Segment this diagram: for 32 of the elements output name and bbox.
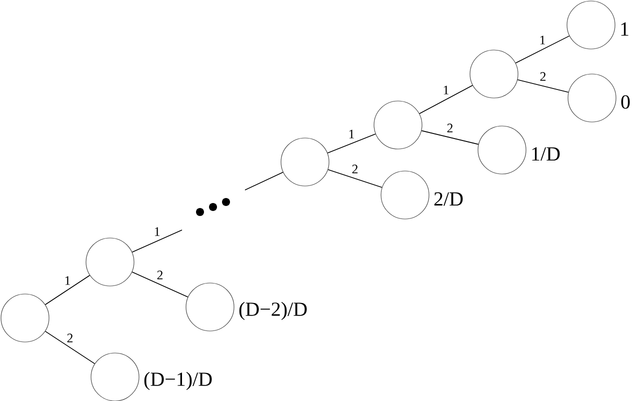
edge-label: 1: [347, 128, 356, 140]
branch-line: [517, 79, 569, 93]
branch-line: [244, 172, 284, 190]
edge-label: 2: [538, 71, 548, 82]
branch-line: [328, 169, 382, 188]
tree-node-circle: [280, 138, 330, 186]
edge-label: 1: [152, 226, 162, 237]
probability-label: (D−2)/D: [239, 302, 307, 320]
edge-label: 1: [538, 34, 547, 46]
probability-label: 1: [621, 22, 628, 36]
tree-node-circle: [470, 50, 518, 98]
probability-label: 1/D: [532, 147, 560, 161]
branch-line: [421, 130, 479, 145]
edge-label: 1: [63, 275, 72, 286]
branch-line: [132, 272, 188, 298]
tree-node-circle: [0, 294, 50, 342]
tree-node-circle: [86, 238, 134, 286]
branch-line: [515, 36, 570, 64]
branch-line: [327, 134, 376, 154]
edge-label: 1: [442, 84, 450, 96]
tree-node-circle: [374, 100, 422, 150]
branch-line: [44, 330, 96, 364]
edge-label: 2: [350, 164, 360, 174]
probability-label: 2/D: [434, 192, 463, 206]
probability-label: (D−1)/D: [144, 372, 212, 390]
edge-label: 2: [446, 122, 454, 134]
branch-line: [44, 274, 90, 306]
edge-label: 2: [66, 332, 74, 344]
edge-label: 2: [156, 270, 164, 280]
branch-line: [132, 230, 182, 253]
probability-label: 0: [621, 95, 630, 109]
branch-line: [419, 85, 473, 114]
